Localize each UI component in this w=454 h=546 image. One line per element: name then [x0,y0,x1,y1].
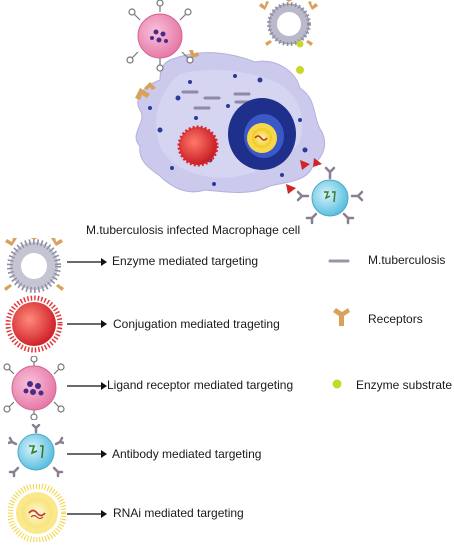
enzyme-particle-top [259,0,318,48]
arrow-icon [67,450,107,458]
figure-caption: M.tuberculosis infected Macrophage cell [86,223,301,237]
enzyme-nanoparticle-icon [4,238,64,293]
strategy-label-rnai: RNAi mediated targeting [113,506,244,520]
legend-label-substrate: Enzyme substrate [356,378,453,392]
arrow-icon [67,382,107,390]
strategy-label-enzyme: Enzyme mediated targeting [112,254,259,268]
strategy-label-conjugation: Conjugation mediated trageting [113,317,280,331]
cell-receptors [144,50,199,90]
mtb-bacilli [181,90,252,110]
legend-label-receptors: Receptors [368,312,423,326]
legend-label-mtb: M.tuberculosis [368,253,446,267]
strategy-label-ligand: Ligand receptor mediated targeting [107,378,294,392]
receptor-icon [135,88,150,100]
antibody-particle-cell [296,166,364,225]
arrow-icon [67,320,107,328]
ligand-nanoparticle-icon [3,356,65,420]
conjugation-nanoparticle-icon [5,295,63,353]
substrate-dot-icon [296,66,304,74]
rnai-particle-in-nucleus [247,123,277,153]
conjugation-particle-in-cell [177,125,219,167]
enzyme-triangles [286,158,322,194]
rnai-nanoparticle-icon [8,484,66,542]
receptor-icon [333,308,350,326]
ligand-particle-top [126,0,194,72]
antibody-nanoparticle-icon [8,424,64,478]
arrow-icon [67,510,107,518]
strategy-label-antibody: Antibody mediated targeting [112,447,262,461]
arrow-icon [67,258,107,266]
mtb-bacillus-icon [328,259,350,263]
substrate-dot-icon [332,379,342,389]
